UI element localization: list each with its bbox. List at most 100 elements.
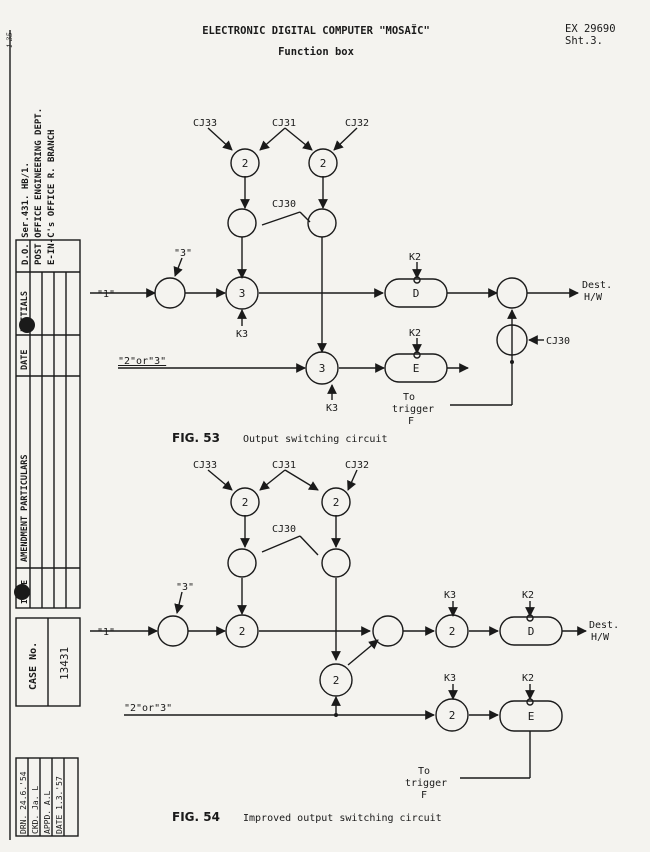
punch-hole-upper (19, 317, 35, 333)
fig54-node-quote3 (157, 615, 189, 647)
fig54-node-gate-input1 (225, 614, 259, 648)
fig53-trigger-e (384, 353, 448, 383)
fig53-caption-text: Output switching circuit (243, 434, 388, 445)
fig53-label-cj33: CJ33 (193, 118, 217, 129)
branch-line: E-IN-C's OFFICE R. BRANCH (47, 130, 57, 265)
fig54-label-k3-lower: K3 (444, 673, 456, 684)
fig53-label-cj30-right: CJ30 (546, 336, 570, 347)
fig54-label-hw: H/W (591, 632, 610, 643)
fig54-node-and-right (321, 487, 351, 517)
fig53-label-f: F (408, 416, 414, 427)
fig53-node-delay-right (307, 208, 337, 238)
drawing-title: ELECTRONIC DIGITAL COMPUTER "MOSAÏC" (202, 23, 430, 37)
fig54-label-k2-lower: K2 (522, 673, 534, 684)
issue-date: DATE 1.3.'57 (55, 776, 64, 834)
fig54-caption-text: Improved output switching circuit (243, 813, 442, 824)
fig53-node-gate-upper (225, 276, 259, 310)
col-initials: INITIALS (20, 291, 30, 332)
fig54-wires (90, 469, 587, 779)
fig53-label-cj30-top: CJ30 (272, 199, 296, 210)
case-number: 13431 (58, 647, 71, 680)
drawing-subtitle: Function box (278, 46, 355, 58)
fig54-caption-number: FIG. 54 (172, 810, 220, 824)
fig53-trigger-e-label: E (413, 362, 420, 375)
fig53-label-k2-e: K2 (409, 328, 421, 339)
fig54-node-merge (372, 615, 404, 647)
col-date: DATE (20, 350, 30, 370)
fig54-label-f: F (421, 790, 427, 801)
fig53-label-k3-upper: K3 (236, 329, 248, 340)
fig53-label-dest: Dest. (582, 280, 612, 291)
fig54-node-gate-k3-lower (435, 698, 469, 732)
fig54-trigger-e (499, 700, 563, 732)
fig53-caption-number: FIG. 53 (172, 431, 220, 445)
drawing-reference: EX 29690 (565, 23, 616, 35)
fig53-label-hw: H/W (584, 292, 603, 303)
signature-block: DRN. 24.6.'54 CKD. Ja. L APPD. A.L DATE … (15, 757, 79, 837)
fig53-nodes: 2 2 3 3 D E (154, 148, 528, 385)
department-line: POST OFFICE ENGINEERING DEPT. (34, 108, 44, 265)
fig53-node-left-label: 2 (242, 157, 249, 170)
sheet-number: Sht.3. (565, 35, 603, 47)
fig54-trigger-d (499, 616, 563, 646)
fig53-node-delay-left (227, 208, 257, 238)
fig54-label-to: To (418, 766, 430, 777)
figure-53: 2 2 3 3 D E CJ33 CJ31 CJ32 CJ30 "3" (90, 118, 612, 445)
fig54-label-cj30: CJ30 (272, 524, 296, 535)
fig53-trigger-d (384, 278, 448, 308)
fig54-labels: CJ33 CJ31 CJ32 CJ30 "3" "1" "2"or"3" K3 … (97, 460, 619, 824)
fig53-node-gate-lower-label: 3 (319, 362, 326, 375)
figure-54: 2 2 2 2 2 2 D E CJ33 CJ31 CJ32 CJ (90, 460, 619, 824)
fig53-node-output (496, 277, 528, 309)
fig54-label-dest: Dest. (589, 620, 619, 631)
fig54-label-input23: "2"or"3" (124, 703, 172, 714)
drawing-office-ref: D.O. Ser.431. HB/1. (21, 162, 31, 265)
fig54-node-gate-input1-label: 2 (239, 625, 246, 638)
fig54-trigger-d-label: D (528, 625, 535, 638)
fig53-label-input23: "2"or"3" (118, 356, 166, 367)
fig54-node-right-label: 2 (333, 496, 340, 509)
fig53-label-k2-d: K2 (409, 252, 421, 263)
fig54-node-gate-k3-lower-label: 2 (449, 709, 456, 722)
fig54-label-cj31: CJ31 (272, 460, 296, 471)
fig53-label-trigger: trigger (392, 404, 434, 415)
fig53-trigger-d-label: D (413, 287, 420, 300)
fig53-node-quote3 (154, 277, 186, 309)
fig53-node-right-label: 2 (320, 157, 327, 170)
drawn-by: DRN. 24.6.'54 (19, 771, 28, 834)
col-particulars: AMENDMENT PARTICULARS (20, 455, 30, 562)
fig53-wires (90, 127, 579, 406)
punch-hole-lower (14, 584, 30, 600)
fig53-label-cj32: CJ32 (345, 118, 369, 129)
fig53-label-to: To (403, 392, 415, 403)
amendment-table: INITIALS DATE AMENDMENT PARTICULARS ISSU… (14, 239, 81, 609)
fig54-node-delay-left (227, 548, 257, 578)
fig53-node-and-left (230, 148, 260, 178)
fig54-nodes: 2 2 2 2 2 2 D E (157, 487, 563, 732)
fig53-node-combiner (496, 324, 528, 356)
fig54-label-cj32: CJ32 (345, 460, 369, 471)
fig53-node-gate-lower (305, 351, 339, 385)
fig53-label-input1: "1" (97, 289, 115, 300)
fig54-label-quote3: "3" (176, 582, 194, 593)
header: ELECTRONIC DIGITAL COMPUTER "MOSAÏC" Fun… (6, 23, 616, 58)
fig53-node-and-right (308, 148, 338, 178)
fig53-labels: CJ33 CJ31 CJ32 CJ30 "3" "1" "2"or"3" K2 … (97, 118, 612, 445)
fig54-node-gate-23 (319, 663, 353, 697)
fig54-label-trigger: trigger (405, 778, 447, 789)
fig54-label-k3-upper: K3 (444, 590, 456, 601)
fig54-node-delay-right (321, 548, 351, 578)
fig54-label-input1: "1" (97, 627, 115, 638)
case-label: CASE No. (28, 642, 39, 690)
fig53-label-quote3: "3" (174, 248, 192, 259)
fig54-node-gate-k3-upper (435, 614, 469, 648)
approved-by: APPD. A.L (43, 790, 52, 834)
fig53-label-cj31: CJ31 (272, 118, 296, 129)
fig54-trigger-e-label: E (528, 710, 535, 723)
fig54-node-gate-23-label: 2 (333, 674, 340, 687)
fig53-label-k3-lower: K3 (326, 403, 338, 414)
title-margin: D.O. Ser.431. HB/1. POST OFFICE ENGINEER… (9, 30, 81, 840)
case-box: CASE No. 13431 (15, 617, 81, 707)
